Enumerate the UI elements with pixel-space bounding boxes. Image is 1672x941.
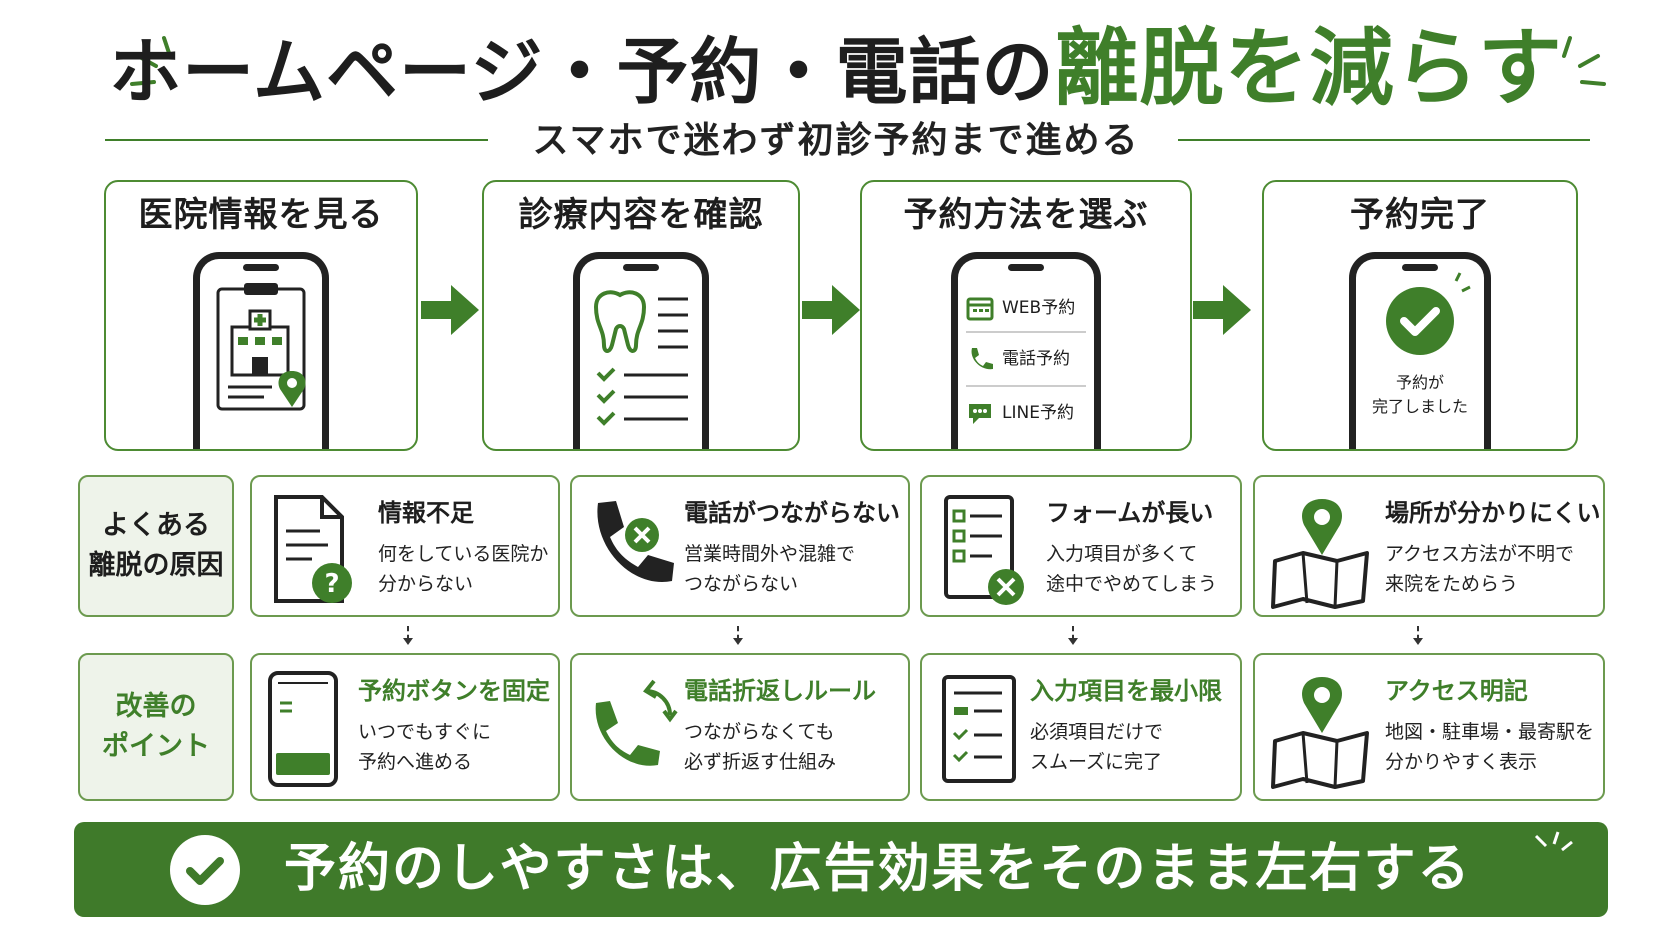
title-highlight: 離脱を減らす: [1054, 19, 1563, 117]
improvements-label-line1: 改善の: [115, 691, 197, 722]
check-circle-icon: [170, 835, 240, 905]
flow-arrow-icon: [1193, 285, 1251, 335]
option-line-label: LINE予約: [1002, 403, 1074, 423]
cause-desc: 営業時間外や混雑で つながらない: [684, 543, 856, 595]
cause-card-location: 場所が分かりにくい アクセス方法が不明で 来院をためらう: [1253, 475, 1605, 617]
improve-title: アクセス明記: [1385, 677, 1528, 705]
connector-arrow: [1068, 626, 1078, 645]
cause-title: 場所が分かりにくい: [1385, 499, 1601, 527]
improve-desc: つながらなくても 必ず折返す仕組み: [684, 721, 837, 773]
phone-icon: [971, 348, 993, 370]
connector-arrow: [403, 626, 413, 645]
subtitle-rule-left: [105, 139, 488, 141]
banner-text: 予約のしやすさは、広告効果をそのまま左右する: [284, 839, 1472, 899]
clinic-map-icon: [216, 283, 306, 411]
phone-button-icon: [268, 671, 338, 787]
cause-title: 電話がつながらない: [684, 499, 900, 527]
short-form-icon: [942, 675, 1016, 783]
option-web-label: WEB予約: [1002, 298, 1076, 318]
phone-icon-frame: 予約が 完了しました: [1349, 252, 1491, 449]
check-circle-icon: [1386, 272, 1471, 355]
connector-arrow: [733, 626, 743, 645]
step-card-info: 医院情報を見る: [104, 180, 418, 451]
connector-arrow: [1413, 626, 1423, 645]
improve-title: 入力項目を最小限: [1030, 677, 1222, 705]
map-pin-icon: [1271, 677, 1369, 789]
step-title: 診療内容を確認: [518, 195, 764, 235]
cause-desc: 入力項目が多くて 途中でやめてしまう: [1046, 543, 1218, 595]
cause-desc: アクセス方法が不明で 来院をためらう: [1385, 543, 1575, 595]
complete-message-line2: 完了しました: [1371, 397, 1468, 416]
burst-right-icon: [1562, 36, 1606, 86]
improve-card-form: 入力項目を最小限 必須項目だけで スムーズに完了: [920, 653, 1242, 801]
phone-callback-icon: [595, 679, 678, 766]
improve-desc: いつでもすぐに 予約へ進める: [358, 721, 492, 773]
bottom-banner: 予約のしやすさは、広告効果をそのまま左右する: [74, 822, 1608, 917]
improve-title: 電話折返しルール: [684, 677, 876, 705]
improvements-label-line2: ポイント: [102, 731, 210, 762]
cause-desc: 何をしている医院か 分からない: [378, 543, 549, 595]
cause-title: 情報不足: [378, 499, 474, 527]
step-title: 予約完了: [1350, 195, 1490, 235]
calendar-icon: [966, 297, 994, 321]
phone-icon-frame: WEB予約 電話予約 LINE予約: [951, 252, 1101, 449]
map-pin-icon: [1271, 499, 1369, 609]
step-card-content: 診療内容を確認: [482, 180, 800, 451]
improve-card-button: 予約ボタンを固定 いつでもすぐに 予約へ進める: [250, 653, 560, 801]
step-title: 予約方法を選ぶ: [903, 195, 1149, 235]
improve-card-callback: 電話折返しルール つながらなくても 必ず折返す仕組み: [570, 653, 910, 801]
burst-left-icon: [130, 36, 172, 86]
complete-message: 予約が 完了しました: [1356, 371, 1484, 419]
step-card-complete: 予約完了 予約が 完了しました: [1262, 180, 1578, 451]
step-title: 医院情報を見る: [138, 195, 384, 235]
improve-card-access: アクセス明記 地図・駐車場・最寄駅を 分かりやすく表示: [1253, 653, 1605, 801]
phone-icon-frame: [573, 252, 709, 449]
flow-arrow-icon: [421, 285, 479, 335]
form-x-icon: [944, 495, 1024, 605]
phone-icon-frame: [193, 252, 329, 449]
improve-title: 予約ボタンを固定: [358, 677, 550, 705]
improvements-label: 改善のポイント: [78, 653, 234, 801]
improve-desc: 地図・駐車場・最寄駅を 分かりやすく表示: [1385, 721, 1595, 773]
complete-message-line1: 予約が: [1395, 373, 1444, 392]
cause-card-phone: 電話がつながらない 営業時間外や混雑で つながらない: [570, 475, 910, 617]
causes-label-line1: よくある: [102, 510, 210, 541]
improve-desc: 必須項目だけで スムーズに完了: [1030, 721, 1164, 773]
cause-card-info: ? 情報不足 何をしている医院か 分からない: [250, 475, 560, 617]
cause-card-form: フォームが長い 入力項目が多くて 途中でやめてしまう: [920, 475, 1242, 617]
page-title: ホームページ・予約・電話の離脱を減らす: [0, 18, 1672, 122]
subtitle: スマホで迷わず初診予約まで進める: [532, 120, 1140, 161]
subtitle-rule-right: [1178, 139, 1590, 141]
causes-label: よくある離脱の原因: [78, 475, 234, 617]
chat-icon: [969, 404, 991, 424]
flow-arrow-icon: [802, 285, 860, 335]
phone-x-icon: [597, 501, 674, 582]
tooth-checklist-icon: [593, 290, 688, 426]
svg-text:?: ?: [324, 569, 339, 599]
burst-icon: [1534, 831, 1573, 852]
title-main: ホームページ・予約・電話の: [109, 30, 1055, 114]
causes-label-line2: 離脱の原因: [88, 550, 224, 581]
document-question-icon: ?: [274, 495, 352, 603]
step-card-method: 予約方法を選ぶ WEB予約 電話予約 LINE予約: [860, 180, 1192, 451]
option-phone-label: 電話予約: [1002, 349, 1070, 369]
cause-title: フォームが長い: [1046, 499, 1214, 527]
